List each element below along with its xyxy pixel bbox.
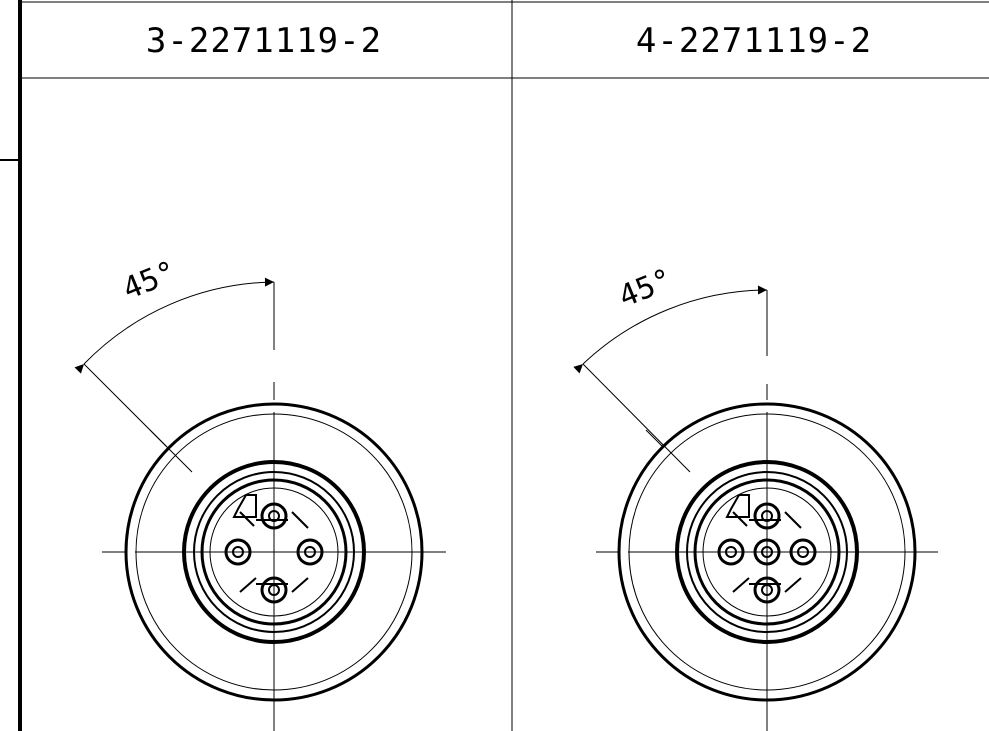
angle-label-left: 45° bbox=[118, 254, 181, 307]
dimension-45-right: 45° bbox=[573, 262, 768, 473]
housing-outline-left bbox=[124, 402, 424, 702]
contact-pin bbox=[296, 538, 324, 566]
contact-pin-center bbox=[753, 538, 781, 566]
contact-pins-left bbox=[224, 502, 324, 604]
insert-cross-left bbox=[232, 494, 309, 593]
contact-pin bbox=[789, 538, 817, 566]
angle-label-right: 45° bbox=[614, 262, 677, 315]
contact-pin bbox=[753, 502, 781, 530]
connector-view-right: 45° bbox=[573, 262, 938, 731]
connector-view-left: 45° bbox=[74, 254, 446, 731]
centerlines-right bbox=[596, 384, 938, 731]
contact-pin bbox=[260, 502, 288, 530]
part-number-right: 4-2271119-2 bbox=[636, 21, 872, 61]
contact-pins-right bbox=[717, 502, 817, 604]
contact-pin bbox=[753, 576, 781, 604]
centerlines-left bbox=[102, 382, 446, 731]
contact-pin bbox=[224, 538, 252, 566]
part-number-left: 3-2271119-2 bbox=[146, 21, 382, 61]
contact-pin bbox=[260, 576, 288, 604]
contact-pin bbox=[717, 538, 745, 566]
housing-outline-right bbox=[617, 402, 917, 702]
